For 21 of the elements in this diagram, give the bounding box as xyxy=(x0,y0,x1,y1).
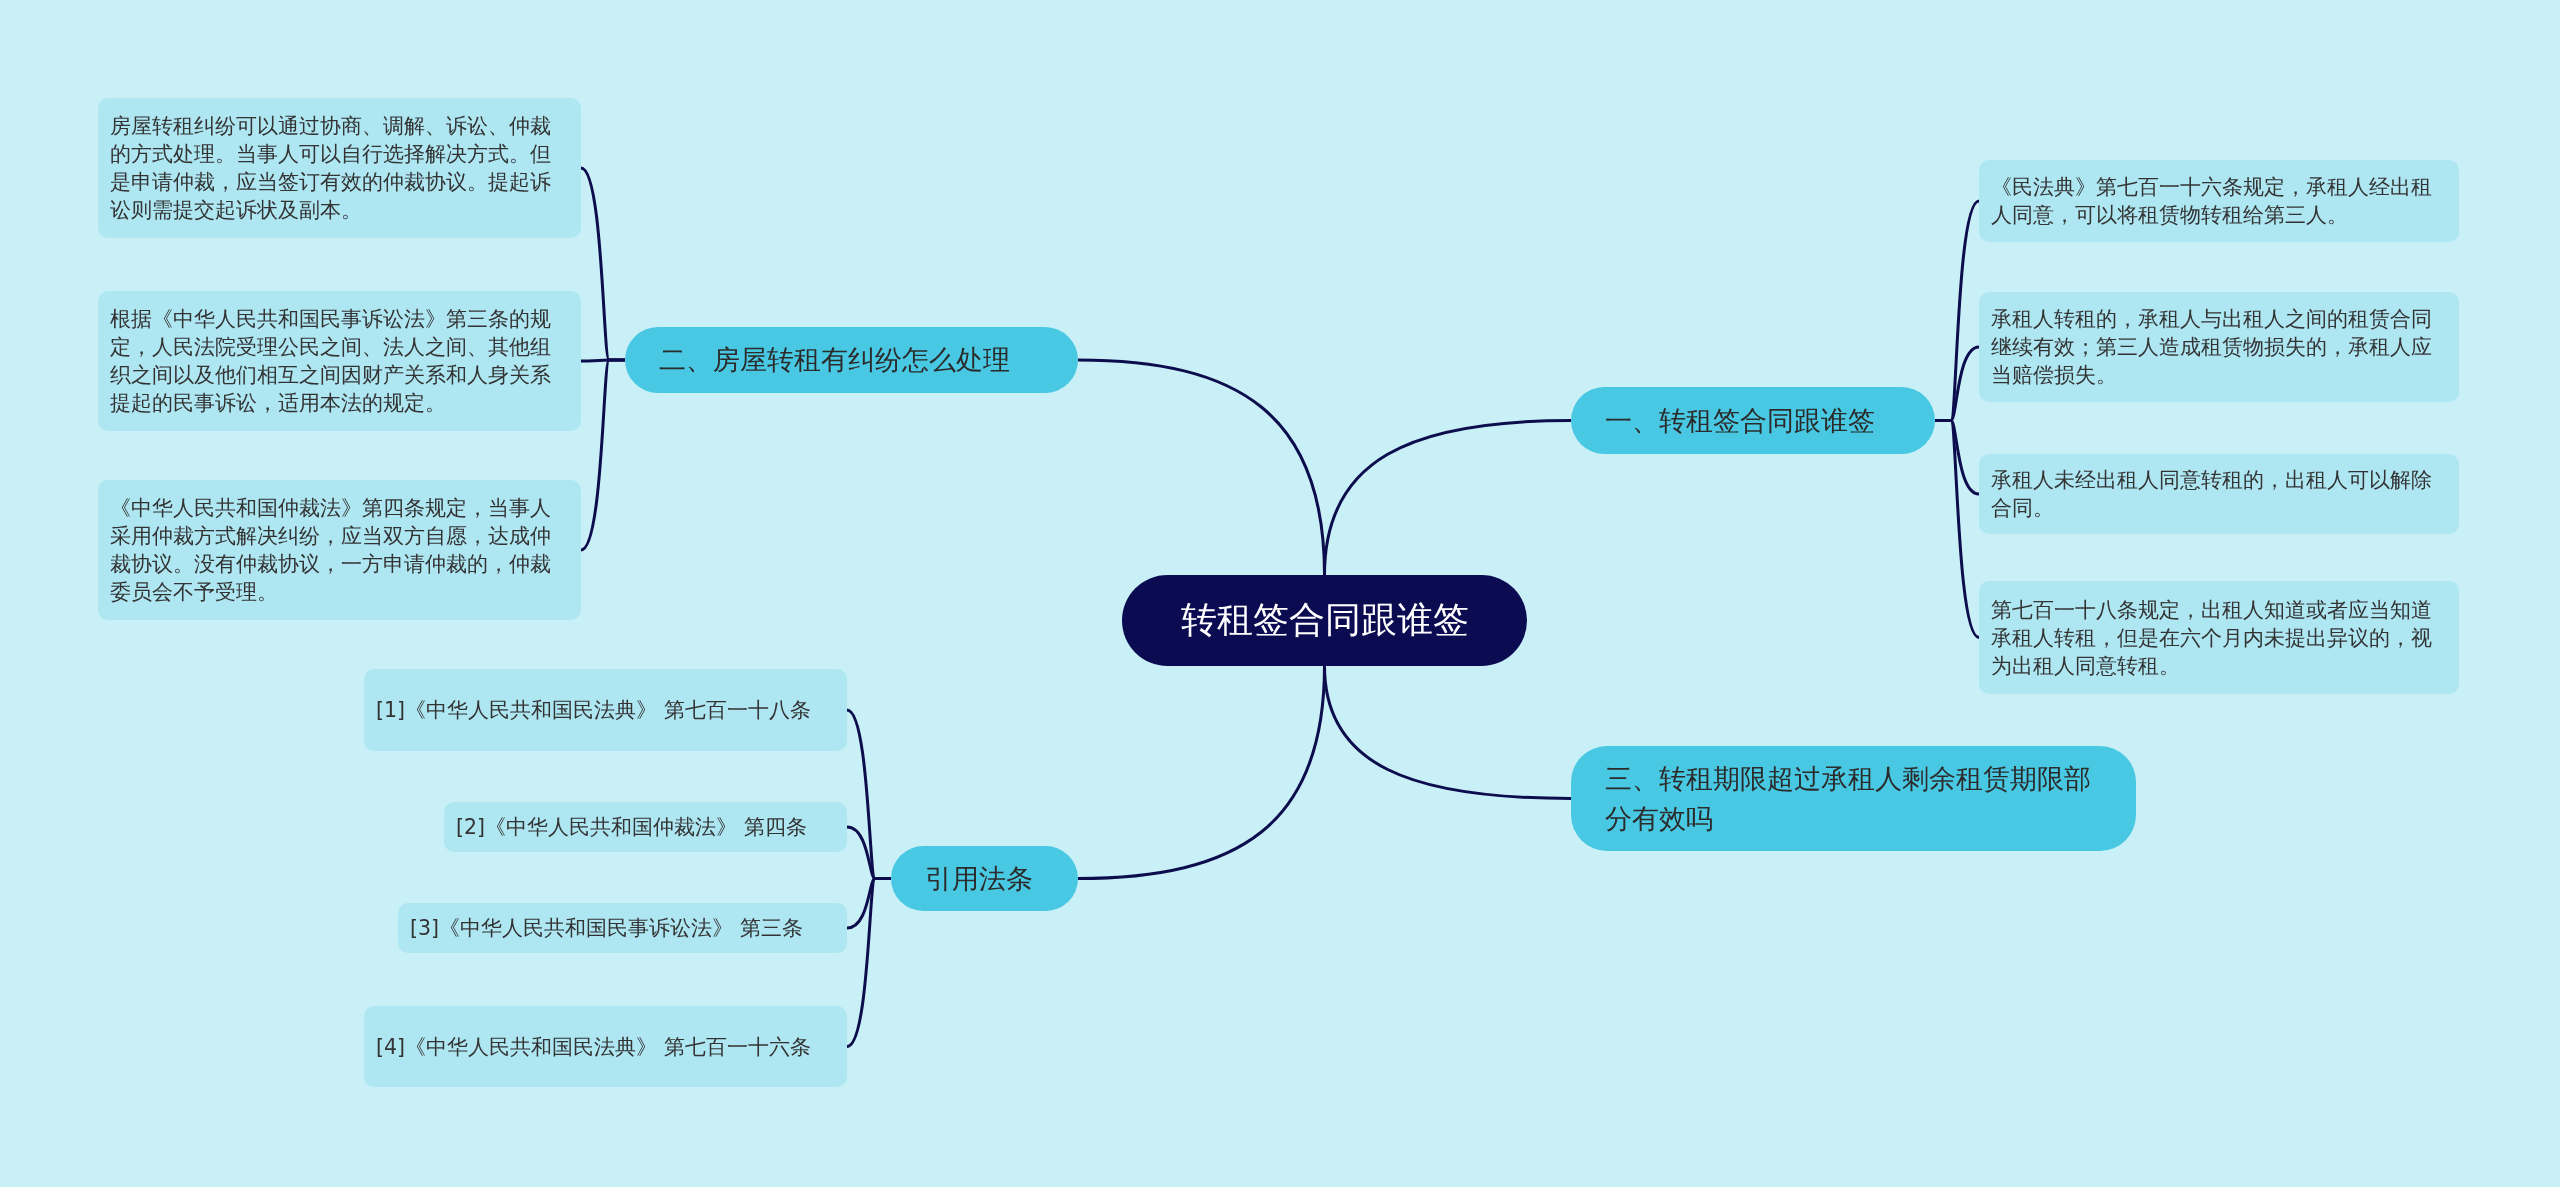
reference-card: [2]《中华人民共和国仲裁法》 第四条 xyxy=(444,802,847,852)
note-card: 《中华人民共和国仲裁法》第四条规定，当事人采用仲裁方式解决纠纷，应当双方自愿，达成仲裁协议。没有仲裁协议，一方申请仲裁的，仲裁委员会不予受理。 xyxy=(98,480,581,620)
note-card: 承租人未经出租人同意转租的，出租人可以解除合同。 xyxy=(1979,454,2459,534)
connector-line xyxy=(846,877,891,1048)
branch-topic: 一、转租签合同跟谁签 xyxy=(1571,387,1935,454)
connector-line xyxy=(1077,665,1326,880)
note-card: 承租人转租的，承租人与出租人之间的租赁合同继续有效；第三人造成租赁物损失的，承租人应当赔偿损失。 xyxy=(1979,292,2459,402)
reference-card: [4]《中华人民共和国民法典》 第七百一十六条 xyxy=(364,1006,847,1087)
reference-card: [1]《中华人民共和国民法典》 第七百一十八条 xyxy=(364,669,847,751)
note-card: 房屋转租纠纷可以通过协商、调解、诉讼、仲裁的方式处理。当事人可以自行选择解决方式。但是申请仲裁，应当签订有效的仲裁协议。提起诉讼则需提交起诉状及副本。 xyxy=(98,98,581,238)
note-card: 根据《中华人民共和国民事诉讼法》第三条的规定，人民法院受理公民之间、法人之间、其他组织之间以及他们相互之间因财产关系和人身关系提起的民事诉讼，适用本法的规定。 xyxy=(98,291,581,431)
reference-card: [3]《中华人民共和国民事诉讼法》 第三条 xyxy=(398,903,847,953)
branch-topic: 二、房屋转租有纠纷怎么处理 xyxy=(625,327,1078,393)
branch-topic: 引用法条 xyxy=(891,846,1078,911)
branch-topic: 三、转租期限超过承租人剩余租赁期限部分有效吗 xyxy=(1571,746,2136,851)
note-card: 《民法典》第七百一十六条规定，承租人经出租人同意，可以将租赁物转租给第三人。 xyxy=(1979,160,2459,242)
connector-line xyxy=(1935,419,1980,639)
connector-line xyxy=(1077,358,1326,576)
note-card: 第七百一十八条规定，出租人知道或者应当知道承租人转租，但是在六个月内未提出异议的，视为出租人同意转租。 xyxy=(1979,581,2459,694)
mind-map-root: 转租签合同跟谁签 xyxy=(1122,575,1527,666)
connector-line xyxy=(580,358,625,552)
